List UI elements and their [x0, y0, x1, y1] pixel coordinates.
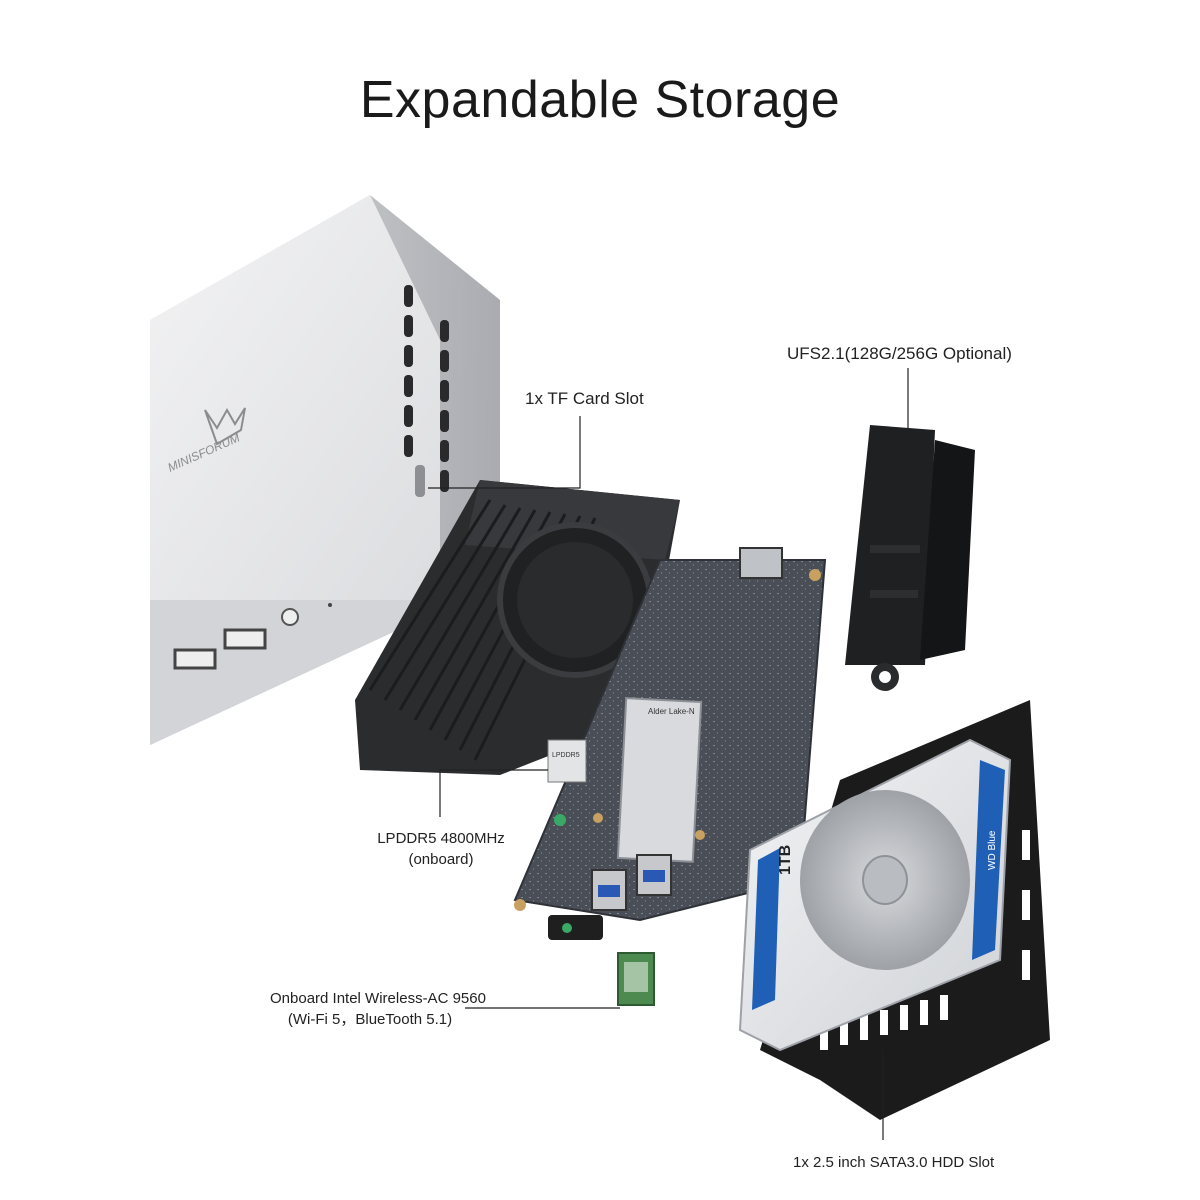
bracket-vents — [820, 830, 1030, 1050]
power-button — [548, 915, 603, 940]
callout-wifi-card: Onboard Intel Wireless-AC 9560 (Wi-Fi 5，… — [270, 988, 486, 1030]
callout-ufs-storage: UFS2.1(128G/256G Optional) — [787, 344, 1012, 363]
callout-hdd-slot: 1x 2.5 inch SATA3.0 HDD Slot — [793, 1154, 995, 1171]
callout-lpddr5-line1: LPDDR5 4800MHz — [377, 830, 505, 847]
ufs-module — [845, 425, 975, 691]
callout-wifi-line1: Onboard Intel Wireless-AC 9560 — [270, 990, 486, 1007]
rear-port — [739, 547, 783, 579]
front-ports — [173, 603, 332, 670]
cpu-chip — [616, 697, 703, 863]
wifi-card — [617, 952, 655, 1006]
ram-chip — [547, 739, 587, 783]
cpu-label: Alder Lake-N — [648, 707, 695, 716]
callout-lpddr5-line2: (onboard) — [408, 851, 474, 868]
tf-card-slot — [415, 465, 425, 497]
hdd-blue-label — [972, 760, 1005, 960]
hdd-capacity: 1TB — [777, 845, 794, 875]
callout-leader-lines — [428, 368, 909, 1140]
motherboard: Alder Lake-N LPDDR5 — [513, 547, 827, 940]
case-vents — [404, 285, 449, 492]
hdd-drive: 1TB WD Blue — [738, 738, 1012, 1052]
hdd-brand: WD Blue — [987, 830, 998, 870]
callout-wifi-line2: (Wi-Fi 5，BlueTooth 5.1) — [287, 1011, 453, 1028]
ram-label: LPDDR5 — [552, 752, 580, 759]
callout-lpddr5-memory: LPDDR5 4800MHz (onboard) — [376, 828, 506, 870]
callout-tf-card-slot: 1x TF Card Slot — [525, 389, 644, 408]
page-title: Expandable Storage — [359, 71, 841, 129]
